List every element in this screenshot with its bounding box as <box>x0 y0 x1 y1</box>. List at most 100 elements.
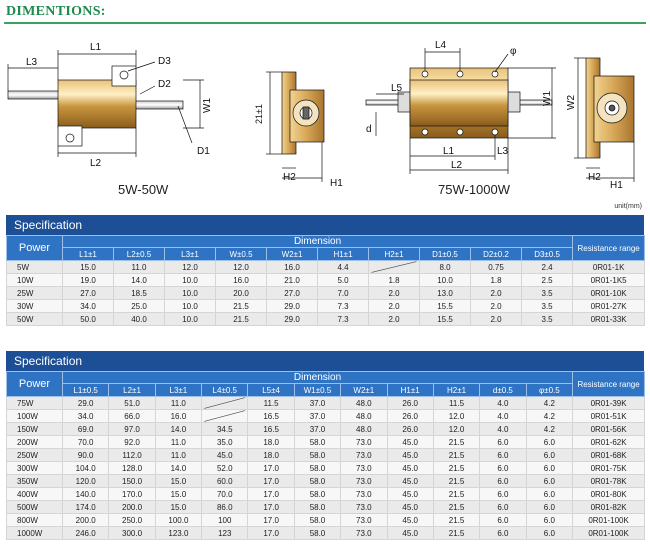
dimension-cell: 29.0 <box>266 312 318 326</box>
dimension-cell: 73.0 <box>340 513 388 527</box>
dimension-cell: 58.0 <box>293 513 342 527</box>
resistance-cell: 0R01-82K <box>572 500 646 514</box>
dimension-cell: 21.5 <box>215 299 267 313</box>
dimension-cell: 45.0 <box>386 526 434 540</box>
large-resistor-side <box>574 57 635 182</box>
dimension-cell: 3.5 <box>520 286 574 300</box>
dimension-cell: 58.0 <box>293 487 342 501</box>
dimension-cell <box>201 409 249 423</box>
resistance-cell: 0R01-56K <box>572 422 646 436</box>
column-header: D2±0.2 <box>470 247 522 261</box>
dimension-cell: 90.0 <box>61 448 110 462</box>
svg-text:H2: H2 <box>588 172 601 183</box>
dimension-cell: 6.0 <box>479 500 527 514</box>
svg-text:L3: L3 <box>497 146 509 157</box>
resistance-cell: 0R01-10K <box>572 286 646 300</box>
svg-text:φ: φ <box>510 46 517 57</box>
dimension-cell: 6.0 <box>479 474 527 488</box>
power-cell: 75W <box>6 396 63 410</box>
dimension-cell: 16.5 <box>247 422 295 436</box>
dimension-cell: 4.2 <box>525 422 574 436</box>
svg-text:D2: D2 <box>158 79 171 90</box>
dimension-cell: 40.0 <box>113 312 165 326</box>
dimension-cell: 58.0 <box>293 526 342 540</box>
column-header: D1±0.5 <box>419 247 471 261</box>
power-cell: 500W <box>6 500 63 514</box>
dimension-cell: 21.5 <box>432 526 481 540</box>
dimension-cell: 2.0 <box>368 312 420 326</box>
dimension-cell: 60.0 <box>201 474 249 488</box>
dimension-cell: 21.5 <box>215 312 267 326</box>
power-cell: 300W <box>6 461 63 475</box>
dimension-cell: 51.0 <box>108 396 156 410</box>
dimension-cell: 15.5 <box>419 312 471 326</box>
dimension-cell: 6.0 <box>479 487 527 501</box>
svg-text:L4: L4 <box>435 40 447 51</box>
dimension-cell: 246.0 <box>61 526 110 540</box>
svg-text:H1: H1 <box>610 180 623 191</box>
dimension-cell: 11.0 <box>154 448 203 462</box>
dimension-cell: 34.0 <box>61 409 110 423</box>
dimension-cell: 6.0 <box>479 526 527 540</box>
dimension-cell: 6.0 <box>479 448 527 462</box>
dimension-cell: 70.0 <box>61 435 110 449</box>
dimension-cell: 2.0 <box>368 299 420 313</box>
dimension-cell: 69.0 <box>61 422 110 436</box>
dimension-cell: 17.0 <box>247 526 295 540</box>
dimension-cell: 18.5 <box>113 286 165 300</box>
dimension-cell: 17.0 <box>247 487 295 501</box>
power-cell: 400W <box>6 487 63 501</box>
dimension-cell: 37.0 <box>293 409 342 423</box>
dimension-cell: 58.0 <box>293 461 342 475</box>
column-header: W2±1 <box>266 247 318 261</box>
svg-text:L1: L1 <box>90 42 102 53</box>
dimension-cell: 170.0 <box>108 487 156 501</box>
dimension-cell: 12.0 <box>432 422 481 436</box>
column-header: D3±0.5 <box>520 247 574 261</box>
power-cell: 30W <box>6 299 63 313</box>
svg-text:L2: L2 <box>451 160 463 171</box>
dimension-cell: 13.0 <box>419 286 471 300</box>
dimension-cell: 6.0 <box>525 448 574 462</box>
dimension-header: Dimension <box>61 235 574 248</box>
power-cell: 800W <box>6 513 63 527</box>
dimension-cell: 34.0 <box>62 299 114 313</box>
dimension-cell: 6.0 <box>525 526 574 540</box>
dimension-cell: 2.0 <box>470 299 522 313</box>
column-header: W2±1 <box>340 383 388 397</box>
resistance-range-header: Resistance range <box>572 235 646 261</box>
dimension-cell: 73.0 <box>340 461 388 475</box>
column-header: L3±1 <box>164 247 216 261</box>
dimension-cell: 11.0 <box>154 396 203 410</box>
dimension-cell: 6.0 <box>525 435 574 449</box>
dimension-cell: 58.0 <box>293 435 342 449</box>
svg-text:D1: D1 <box>197 146 210 157</box>
dimension-cell: 17.0 <box>247 461 295 475</box>
dimension-cell: 45.0 <box>386 435 434 449</box>
dimension-cell: 6.0 <box>479 461 527 475</box>
dimension-cell: 2.0 <box>470 286 522 300</box>
column-header: L2±0.5 <box>113 247 165 261</box>
resistance-cell: 0R01-39K <box>572 396 646 410</box>
dimension-cell: 4.0 <box>479 396 527 410</box>
column-header: L1±0.5 <box>61 383 110 397</box>
svg-text:L2: L2 <box>90 158 102 169</box>
section-heading: DIMENTIONS: <box>6 4 106 19</box>
resistance-cell: 0R01-62K <box>572 435 646 449</box>
column-header: W1±0.5 <box>293 383 342 397</box>
dimension-cell: 73.0 <box>340 435 388 449</box>
dimension-cell: 4.2 <box>525 409 574 423</box>
dimension-cell: 120.0 <box>61 474 110 488</box>
dimension-cell: 104.0 <box>61 461 110 475</box>
dimension-cell: 21.5 <box>432 448 481 462</box>
svg-text:L1: L1 <box>443 146 455 157</box>
dimension-cell: 11.5 <box>247 396 295 410</box>
